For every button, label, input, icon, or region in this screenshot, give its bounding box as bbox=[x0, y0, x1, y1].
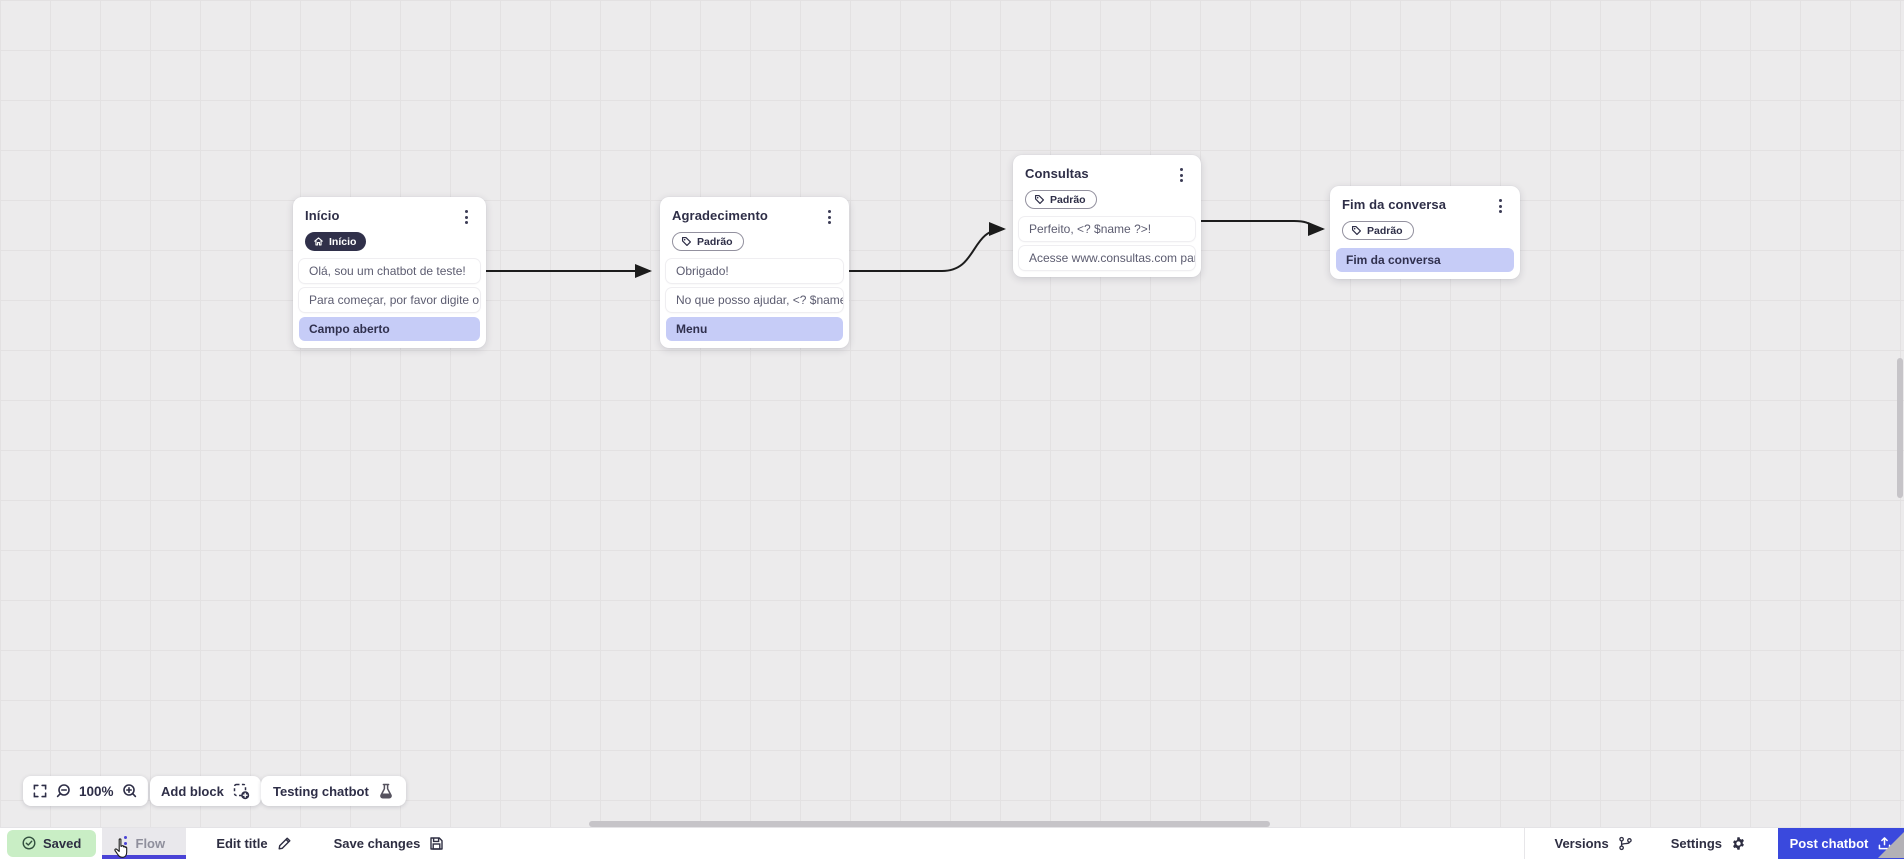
node-row-action[interactable]: Menu bbox=[666, 317, 843, 341]
add-block-button[interactable]: Add block bbox=[150, 776, 261, 806]
add-block-label: Add block bbox=[161, 784, 224, 799]
node-menu-kebab-icon[interactable] bbox=[1173, 166, 1189, 184]
home-icon bbox=[313, 236, 324, 247]
versions-button[interactable]: Versions bbox=[1555, 836, 1633, 851]
node-row-message[interactable]: Obrigado! bbox=[666, 259, 843, 283]
node-badge-inicio: Início bbox=[305, 232, 366, 251]
flow-node-consultas[interactable]: Consultas Padrão Perfeito, <? $name ?>! … bbox=[1013, 155, 1201, 277]
flow-node-agradecimento[interactable]: Agradecimento Padrão Obrigado! No que po… bbox=[660, 197, 849, 348]
node-row-action[interactable]: Campo aberto bbox=[299, 317, 480, 341]
statusbar-right-cluster: Versions Settings Post chatbot bbox=[1524, 828, 1904, 859]
save-changes-button[interactable]: Save changes bbox=[334, 836, 445, 851]
settings-button[interactable]: Settings bbox=[1671, 836, 1746, 851]
node-row-message[interactable]: Olá, sou um chatbot de teste! bbox=[299, 259, 480, 283]
node-row-message[interactable]: No que posso ajudar, <? $name ... bbox=[666, 288, 843, 312]
node-row-message[interactable]: Para começar, por favor digite o ... bbox=[299, 288, 480, 312]
node-title: Início bbox=[305, 208, 340, 223]
tab-flow[interactable]: Flow bbox=[102, 828, 186, 859]
tag-icon bbox=[681, 236, 692, 247]
flow-tab-kebab-icon[interactable] bbox=[124, 836, 127, 850]
node-title: Consultas bbox=[1025, 166, 1089, 181]
saved-status-badge: Saved bbox=[7, 830, 96, 857]
canvas-zoom-toolbar: 100% bbox=[23, 776, 148, 806]
saved-label: Saved bbox=[43, 836, 81, 851]
node-badge-padrao: Padrão bbox=[672, 232, 744, 251]
window-resize-grip bbox=[1878, 832, 1904, 858]
gear-icon bbox=[1731, 836, 1746, 851]
node-row-action[interactable]: Fim da conversa bbox=[1336, 248, 1514, 272]
tag-icon bbox=[1034, 194, 1045, 205]
connector-consultas-fim bbox=[1200, 221, 1323, 229]
git-branch-icon bbox=[1618, 836, 1633, 851]
status-bar: Saved Flow Edit title Save changes Versi… bbox=[0, 827, 1904, 858]
node-row-message[interactable]: Acesse www.consultas.com par... bbox=[1019, 246, 1195, 270]
save-icon bbox=[429, 836, 444, 851]
flask-icon bbox=[378, 783, 394, 799]
zoom-in-icon[interactable] bbox=[122, 783, 138, 799]
node-badge-padrao: Padrão bbox=[1342, 221, 1414, 240]
zoom-out-icon[interactable] bbox=[55, 783, 71, 799]
node-badge-padrao: Padrão bbox=[1025, 190, 1097, 209]
node-title: Fim da conversa bbox=[1342, 197, 1446, 212]
tag-icon bbox=[1351, 225, 1362, 236]
flow-node-inicio[interactable]: Início Início Olá, sou um chatbot de tes… bbox=[293, 197, 486, 348]
check-circle-icon bbox=[22, 836, 36, 850]
node-row-message[interactable]: Perfeito, <? $name ?>! bbox=[1019, 217, 1195, 241]
flow-tab-label: Flow bbox=[136, 836, 166, 851]
edit-title-button[interactable]: Edit title bbox=[216, 836, 291, 851]
zoom-level-label: 100% bbox=[79, 784, 114, 799]
pencil-icon bbox=[277, 836, 292, 851]
flow-node-fim-da-conversa[interactable]: Fim da conversa Padrão Fim da conversa bbox=[1330, 186, 1520, 279]
connector-agradecimento-consultas bbox=[849, 229, 1004, 271]
add-block-icon bbox=[233, 783, 250, 800]
node-title: Agradecimento bbox=[672, 208, 768, 223]
node-menu-kebab-icon[interactable] bbox=[1492, 197, 1508, 215]
testing-chatbot-label: Testing chatbot bbox=[273, 784, 369, 799]
testing-chatbot-button[interactable]: Testing chatbot bbox=[261, 776, 406, 806]
node-menu-kebab-icon[interactable] bbox=[458, 208, 474, 226]
node-menu-kebab-icon[interactable] bbox=[821, 208, 837, 226]
vertical-scrollbar[interactable] bbox=[1897, 358, 1903, 498]
fullscreen-icon[interactable] bbox=[33, 784, 47, 798]
